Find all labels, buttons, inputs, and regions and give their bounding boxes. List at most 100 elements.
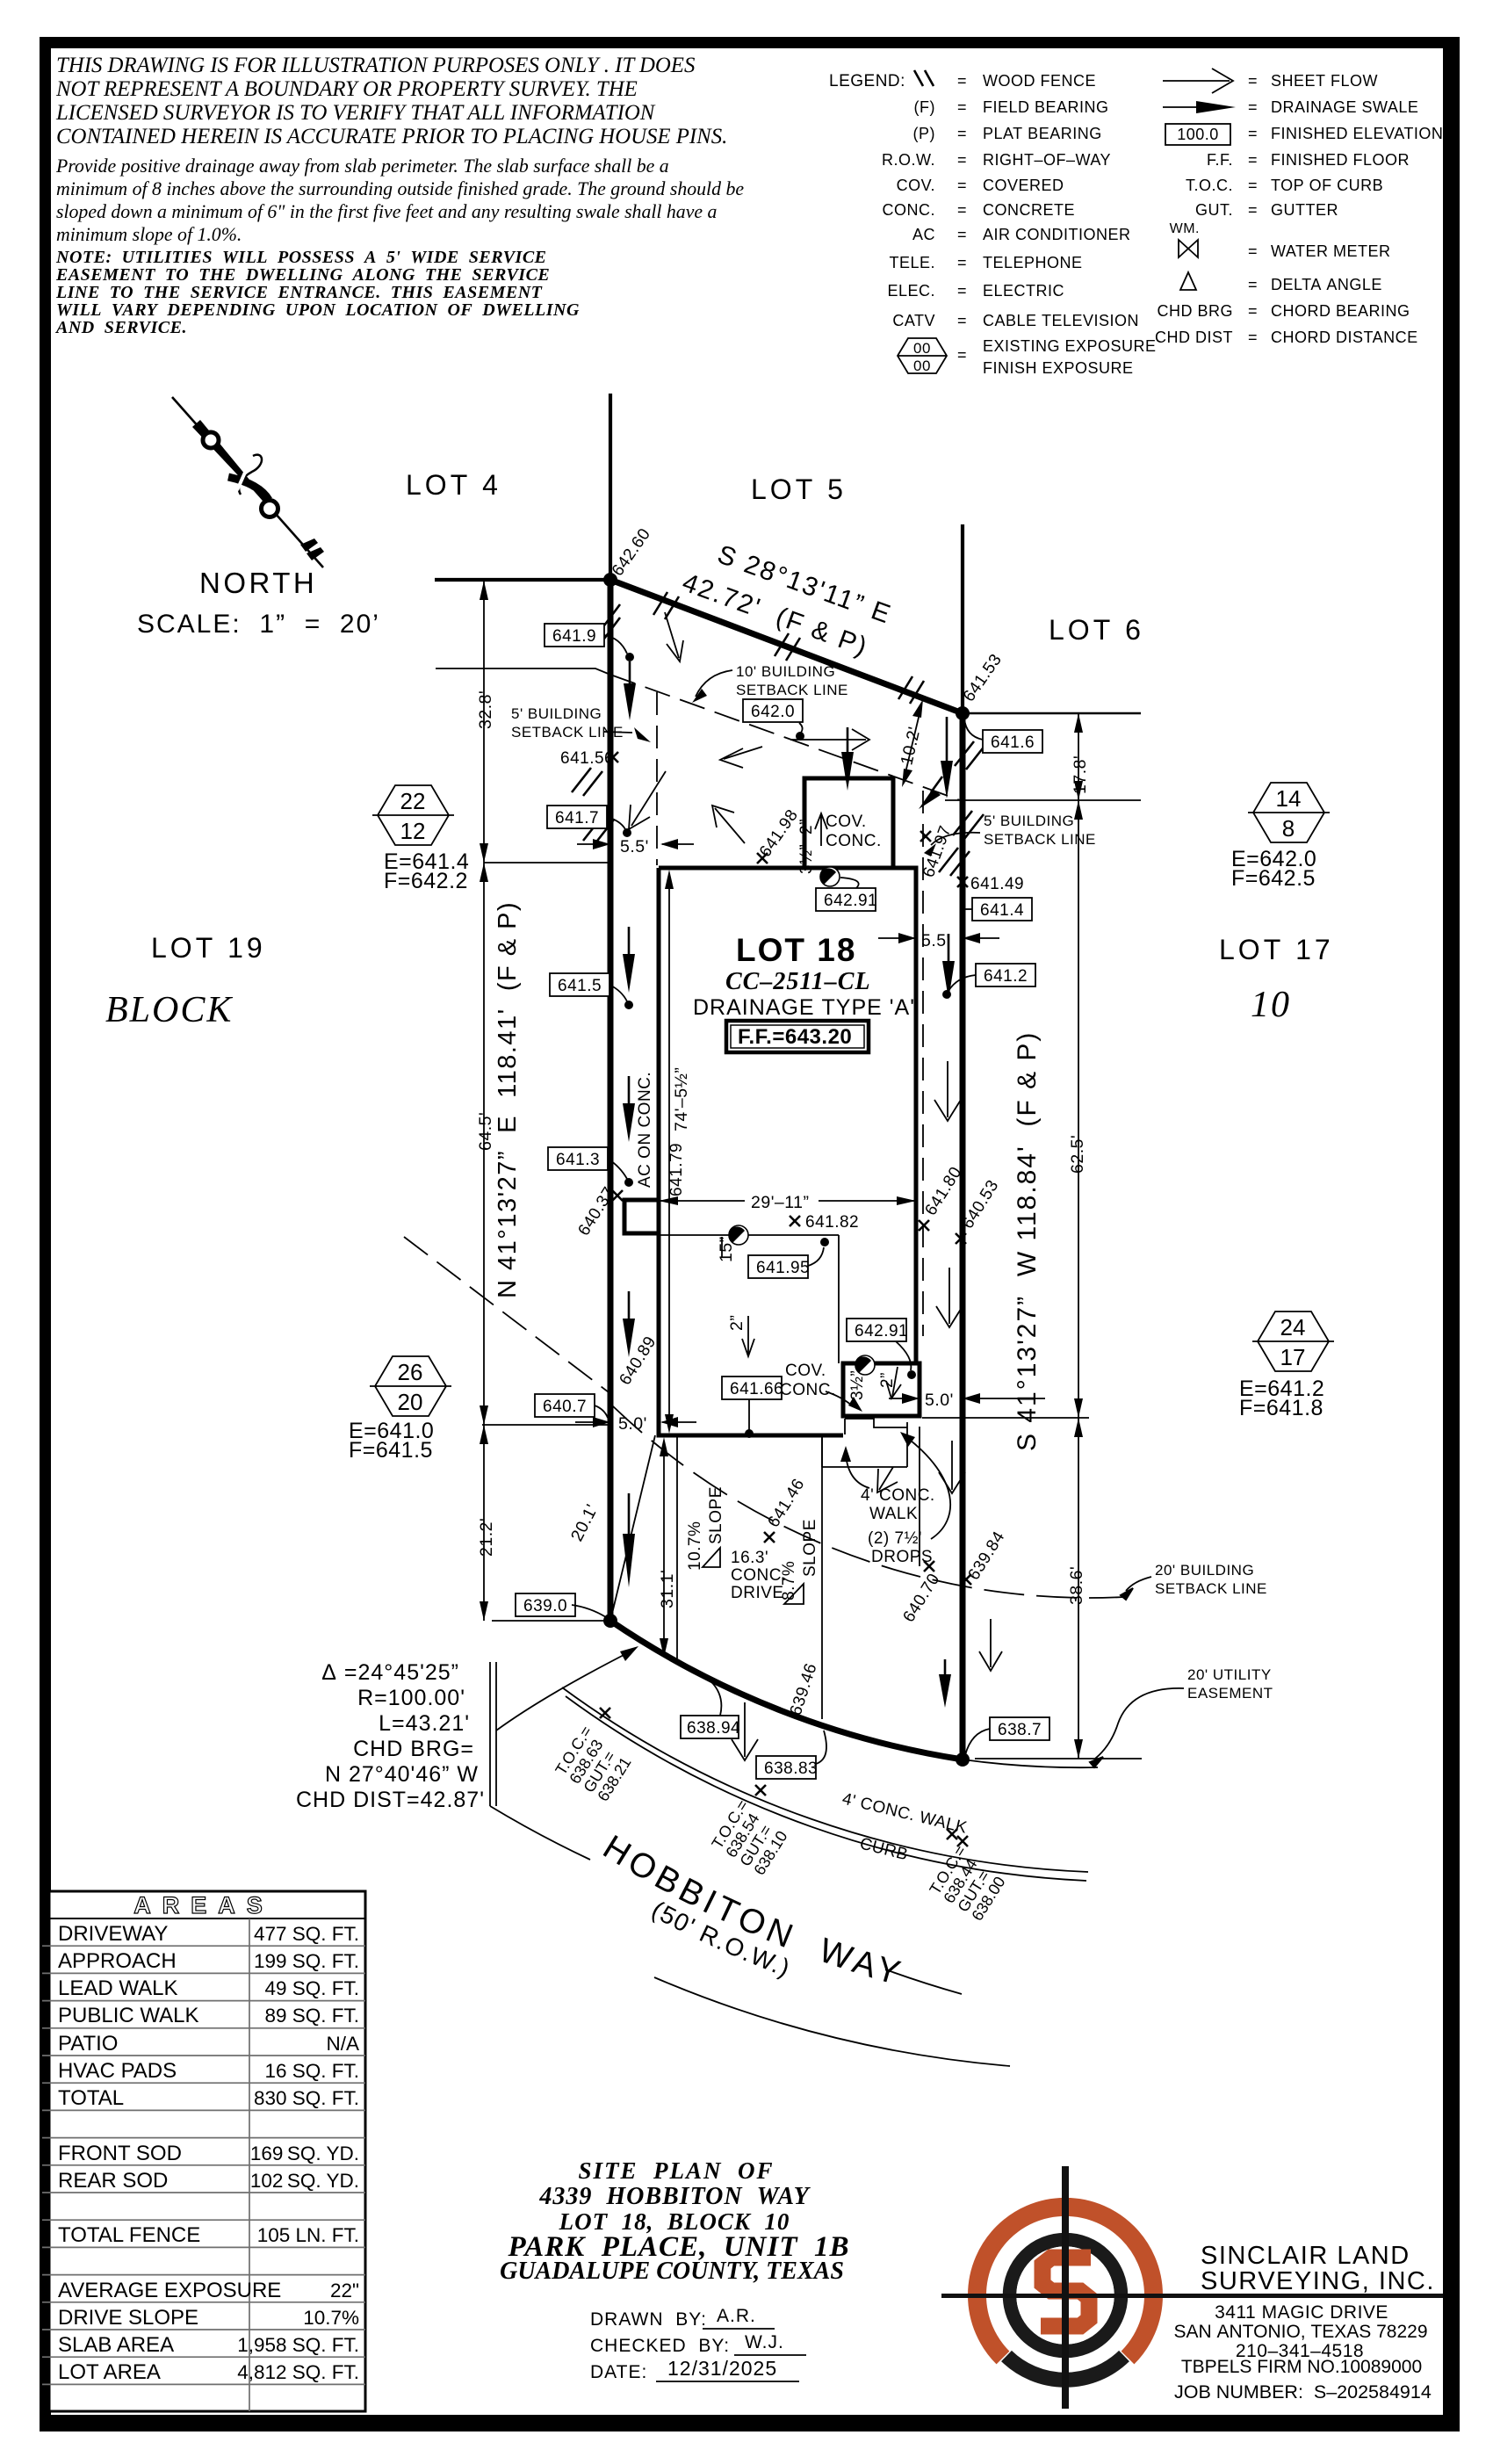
svg-text:E=641.0: E=641.0 [349, 1419, 434, 1443]
svg-text:641.56: 641.56 [560, 749, 614, 768]
svg-text:F=641.8: F=641.8 [1239, 1396, 1324, 1420]
svg-text:CC–2511–CL: CC–2511–CL [725, 968, 871, 995]
svg-text:SETBACK LINE: SETBACK LINE [511, 724, 624, 741]
svg-text:5' BUILDING: 5' BUILDING [511, 705, 602, 722]
svg-text:105 LN. FT.: 105 LN. FT. [257, 2224, 359, 2246]
svg-text:638.7: 638.7 [998, 1721, 1042, 1739]
svg-text:00: 00 [913, 340, 931, 357]
svg-text:L=43.21': L=43.21' [379, 1711, 470, 1736]
svg-text:AVERAGE EXPOSURE: AVERAGE EXPOSURE [58, 2279, 281, 2302]
svg-text:TBPELS FIRM NO.10089000: TBPELS FIRM NO.10089000 [1181, 2357, 1422, 2377]
svg-text:THIS DRAWING IS FOR ILLUSTRATI: THIS DRAWING IS FOR ILLUSTRATION PURPOSE… [56, 54, 695, 77]
svg-text:830 SQ. FT.: 830 SQ. FT. [254, 2087, 359, 2109]
svg-text:10: 10 [1251, 985, 1291, 1025]
svg-text:RIGHT–OF–WAY: RIGHT–OF–WAY [983, 151, 1111, 169]
svg-text:CONC.: CONC. [826, 832, 882, 850]
svg-text:EXISTING EXPOSURE: EXISTING EXPOSURE [983, 337, 1157, 355]
svg-text:2”: 2” [727, 1315, 746, 1331]
svg-text:COV.: COV. [785, 1362, 826, 1380]
svg-text:LOT 17: LOT 17 [1219, 934, 1334, 965]
svg-text:641.6: 641.6 [991, 733, 1035, 752]
svg-text:Provide positive drainage away: Provide positive drainage away from slab… [55, 155, 669, 177]
svg-text:NOT REPRESENT A BOUNDARY OR PR: NOT REPRESENT A BOUNDARY OR PROPERTY SUR… [55, 77, 638, 101]
svg-text:LOT 18: LOT 18 [736, 932, 856, 968]
svg-text:TELE.: TELE. [889, 254, 935, 271]
svg-text:642.91: 642.91 [855, 1322, 908, 1340]
svg-text:E=642.0: E=642.0 [1231, 847, 1316, 871]
svg-text:SLAB AREA: SLAB AREA [58, 2333, 174, 2357]
svg-text:BLOCK: BLOCK [105, 990, 233, 1030]
svg-text:642.0: 642.0 [751, 703, 795, 721]
svg-text:JOB NUMBER: S–202584914: JOB NUMBER: S–202584914 [1174, 2381, 1432, 2403]
svg-text:=: = [1248, 125, 1258, 142]
svg-text:31.1': 31.1' [658, 1570, 677, 1608]
svg-text:Δ =24°45'25”: Δ =24°45'25” [321, 1660, 459, 1685]
svg-text:PUBLIC WALK: PUBLIC WALK [58, 2004, 199, 2027]
svg-text:HVAC PADS: HVAC PADS [58, 2059, 177, 2083]
svg-text:CONC.: CONC. [883, 201, 936, 219]
svg-text:22": 22" [330, 2280, 359, 2301]
svg-text:17: 17 [1280, 1344, 1306, 1370]
svg-text:641.82: 641.82 [805, 1213, 859, 1232]
svg-text:SETBACK LINE: SETBACK LINE [984, 831, 1096, 848]
svg-text:2”: 2” [878, 1372, 897, 1388]
svg-text:3411 MAGIC DRIVE: 3411 MAGIC DRIVE [1215, 2302, 1388, 2323]
svg-text:10.7%: 10.7% [686, 1521, 704, 1571]
svg-text:A.R.: A.R. [717, 2306, 756, 2326]
svg-text:ELEC.: ELEC. [887, 282, 935, 300]
svg-text:4339 HOBBITON WAY: 4339 HOBBITON WAY [538, 2183, 811, 2210]
svg-text:199 SQ. FT.: 199 SQ. FT. [254, 1950, 359, 1972]
svg-text:(P): (P) [913, 125, 936, 142]
svg-text:R.O.W.: R.O.W. [882, 151, 935, 169]
svg-text:641.79: 641.79 [667, 1143, 686, 1196]
svg-text:CONCRETE: CONCRETE [983, 201, 1075, 219]
svg-text:8.7%: 8.7% [780, 1561, 798, 1601]
svg-text:LOT AREA: LOT AREA [58, 2360, 161, 2384]
svg-text:=: = [1248, 329, 1258, 346]
svg-text:LEAD WALK: LEAD WALK [58, 1976, 178, 2000]
svg-text:APPROACH: APPROACH [58, 1949, 177, 1973]
svg-text:F=642.5: F=642.5 [1231, 866, 1316, 891]
svg-text:SAN ANTONIO, TEXAS 78229: SAN ANTONIO, TEXAS 78229 [1173, 2322, 1427, 2342]
svg-text:17.8': 17.8' [1071, 755, 1090, 794]
svg-text:WOOD FENCE: WOOD FENCE [983, 72, 1096, 90]
svg-text:COV.: COV. [826, 813, 867, 831]
svg-text:DROPS: DROPS [871, 1548, 933, 1566]
svg-text:CATV: CATV [892, 312, 935, 329]
svg-text:DRIVE: DRIVE [731, 1584, 784, 1602]
svg-text:10' BUILDING: 10' BUILDING [736, 663, 835, 680]
svg-text:2”: 2” [797, 819, 816, 835]
svg-text:=: = [957, 282, 967, 300]
svg-text:=: = [957, 226, 967, 243]
svg-text:AND SERVICE.: AND SERVICE. [54, 318, 187, 337]
svg-text:639.0: 639.0 [523, 1597, 567, 1615]
svg-text:AC: AC [912, 226, 935, 243]
svg-text:WALK: WALK [869, 1505, 918, 1523]
svg-text:20' UTILITY: 20' UTILITY [1187, 1666, 1272, 1683]
svg-text:COV.: COV. [897, 177, 935, 194]
svg-text:CHD DIST=42.87': CHD DIST=42.87' [296, 1788, 485, 1812]
svg-text:CHD DIST: CHD DIST [1155, 329, 1233, 346]
svg-text:T.O.C.: T.O.C. [1186, 177, 1233, 194]
svg-text:LOT 6: LOT 6 [1049, 614, 1144, 646]
svg-text:AIR CONDITIONER: AIR CONDITIONER [983, 226, 1131, 243]
svg-text:SETBACK LINE: SETBACK LINE [736, 682, 848, 698]
svg-text:5.5': 5.5' [620, 837, 649, 856]
svg-text:32.8': 32.8' [476, 690, 495, 729]
svg-text:38.6': 38.6' [1067, 1566, 1086, 1605]
svg-text:PATIO: PATIO [58, 2032, 118, 2056]
svg-text:E=641.4: E=641.4 [384, 849, 469, 874]
svg-text:NOTE: UTILITIES WILL POSSES: NOTE: UTILITIES WILL POSSESS A 5' WIDE S… [55, 248, 547, 267]
svg-text:3½”: 3½” [848, 1370, 867, 1400]
svg-text:FIELD BEARING: FIELD BEARING [983, 98, 1109, 116]
svg-text:64.5': 64.5' [476, 1112, 495, 1151]
svg-text:AC ON CONC.: AC ON CONC. [636, 1072, 654, 1188]
svg-text:641.9: 641.9 [552, 627, 596, 646]
svg-text:5.0': 5.0' [925, 1391, 954, 1410]
svg-text:COVERED: COVERED [983, 177, 1064, 194]
svg-text:AREAS: AREAS [133, 1892, 274, 1918]
svg-text:CHORD DISTANCE: CHORD DISTANCE [1271, 329, 1418, 346]
svg-text:=: = [1248, 276, 1258, 293]
svg-text:49 SQ. FT.: 49 SQ. FT. [264, 1977, 359, 1999]
svg-text:642.91: 642.91 [824, 892, 877, 910]
